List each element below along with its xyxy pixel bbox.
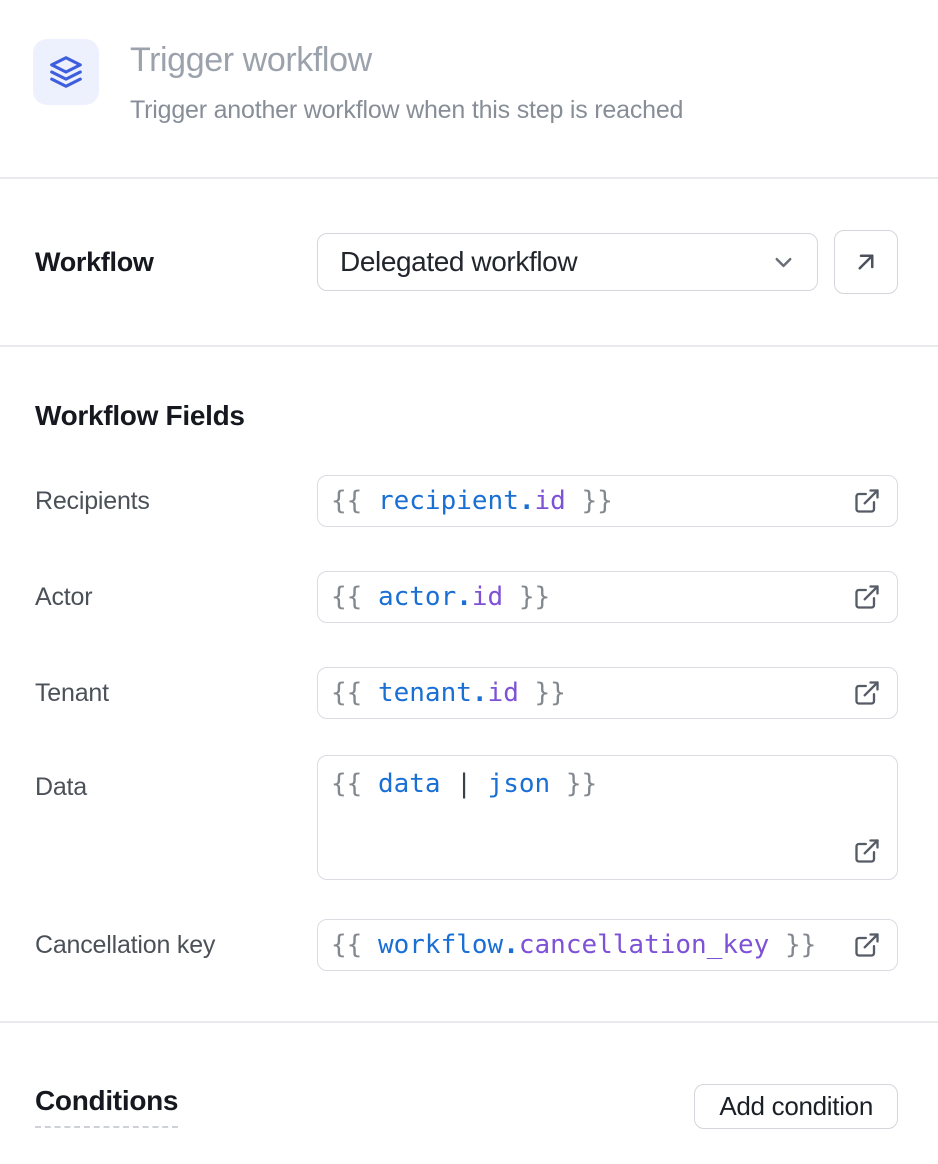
conditions-section: Conditions Add condition [0, 1023, 938, 1129]
divider [0, 1021, 938, 1023]
external-link-icon[interactable] [853, 583, 881, 611]
recipients-field-value: {{ recipient.id }} [331, 486, 613, 516]
workflow-field-row: Data {{ data | json }} [35, 755, 898, 880]
tenant-field-input[interactable]: {{ tenant.id }} [317, 667, 898, 719]
data-label: Data [35, 773, 88, 801]
arrow-up-right-icon [851, 247, 881, 277]
workflow-field-row: Actor {{ actor.id }} [35, 571, 898, 623]
actor-field-value: {{ actor.id }} [331, 582, 551, 612]
workflow-field-row: Tenant {{ tenant.id }} [35, 667, 898, 719]
workflow-fields-heading: Workflow Fields [35, 400, 245, 431]
actor-label: Actor [35, 582, 93, 611]
external-link-icon[interactable] [853, 931, 881, 959]
recipients-field-input[interactable]: {{ recipient.id }} [317, 475, 898, 527]
tenant-label: Tenant [35, 678, 109, 707]
panel-header: Trigger workflow Trigger another workflo… [0, 0, 938, 177]
actor-field-input[interactable]: {{ actor.id }} [317, 571, 898, 623]
external-link-icon[interactable] [853, 487, 881, 515]
divider [0, 345, 938, 347]
data-field-value: {{ data | json }} [331, 769, 598, 799]
external-link-icon[interactable] [853, 679, 881, 707]
cancellation-key-field-input[interactable]: {{ workflow.cancellation_key }} [317, 919, 898, 971]
recipients-label: Recipients [35, 486, 150, 515]
chevron-down-icon [770, 249, 797, 276]
workflow-select-row: Workflow Delegated workflow [0, 179, 938, 345]
layers-icon [47, 53, 85, 91]
workflow-fields-rows: Recipients {{ recipient.id }} Actor {{ acto… [35, 475, 898, 971]
tenant-field-value: {{ tenant.id }} [331, 678, 566, 708]
workflow-fields-section: Workflow Fields Recipients {{ recipient.i… [0, 399, 938, 1021]
step-icon-box [33, 39, 99, 105]
workflow-select[interactable]: Delegated workflow [317, 233, 818, 291]
open-workflow-button[interactable] [834, 230, 898, 294]
workflow-field-row: Recipients {{ recipient.id }} [35, 475, 898, 527]
add-condition-button[interactable]: Add condition [694, 1084, 898, 1129]
page-subtitle: Trigger another workflow when this step … [130, 96, 684, 124]
workflow-label: Workflow [35, 246, 154, 277]
workflow-field-row: Cancellation key {{ workflow.cancellation… [35, 919, 898, 971]
header-text: Trigger workflow Trigger another workflo… [130, 39, 683, 125]
external-link-icon[interactable] [853, 837, 881, 865]
divider [0, 177, 938, 179]
data-field-input[interactable]: {{ data | json }} [317, 755, 898, 880]
page-title: Trigger workflow [130, 41, 372, 79]
cancellation-key-field-value: {{ workflow.cancellation_key }} [331, 930, 817, 960]
workflow-select-value: Delegated workflow [340, 246, 578, 277]
conditions-heading: Conditions [35, 1085, 179, 1128]
cancellation-key-label: Cancellation key [35, 930, 216, 959]
